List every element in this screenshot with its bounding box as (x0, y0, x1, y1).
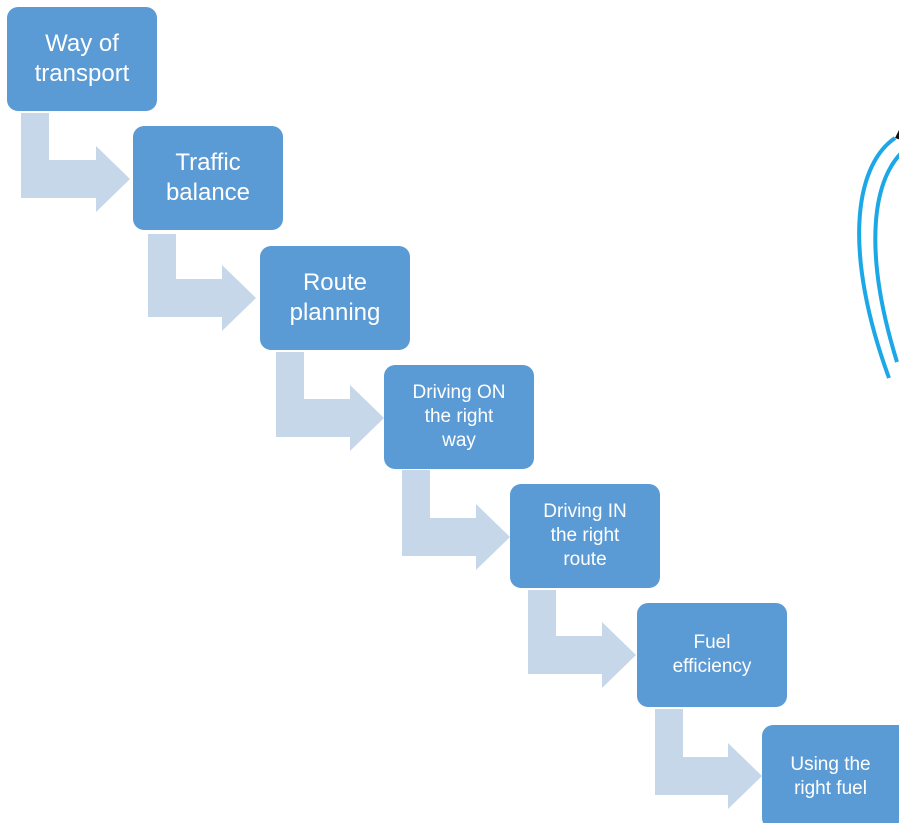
step-arrow-6 (655, 709, 762, 809)
partial-ring-icon (857, 130, 899, 379)
step-box-using-the-right-fuel: Using the right fuel (762, 725, 899, 823)
step-box-route-planning: Route planning (260, 246, 410, 350)
step-box-way-of-transport: Way of transport (7, 7, 157, 111)
step-arrow-5 (528, 590, 636, 688)
step-box-traffic-balance: Traffic balance (133, 126, 283, 230)
step-arrow-1 (21, 113, 130, 212)
step-arrow-3 (276, 352, 384, 451)
step-box-driving-on-the-right-way: Driving ON the right way (384, 365, 534, 469)
step-box-fuel-efficiency: Fuel efficiency (637, 603, 787, 707)
step-arrow-4 (402, 470, 510, 570)
step-arrow-2 (148, 234, 256, 331)
step-box-driving-in-the-right-route: Driving IN the right route (510, 484, 660, 588)
